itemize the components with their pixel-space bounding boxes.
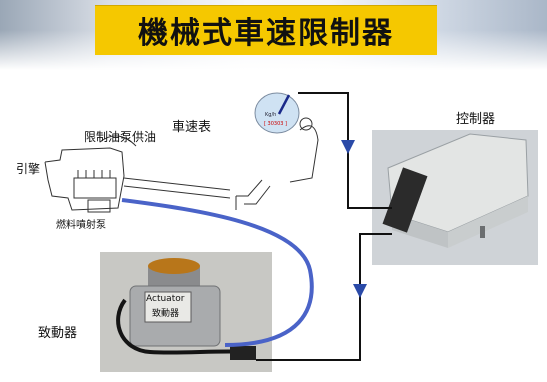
actuator-label: 致動器 [38,326,78,341]
speedometer-label: 車速表 [172,120,212,135]
actuator-photo [100,252,272,372]
limit-fuel-label: 限制油泵供油 [84,130,157,144]
actuator-tag-zh: 致動器 [152,309,180,319]
engine-drawing [44,135,231,213]
engine-label: 引擎 [16,162,41,176]
page-title: 機械式車速限制器 [95,5,437,55]
gauge-value: [ 30303 ] [264,121,287,127]
pedal-drawing [235,117,319,210]
speedometer-gauge [254,92,300,134]
arrow-down-icon [341,140,355,154]
controller-photo [372,130,538,265]
controller-label: 控制器 [456,112,496,127]
fuel-pump-label: 燃料噴射泵 [56,220,106,231]
arrow-down-icon [353,284,367,298]
actuator-tag-en: Actuator [146,294,185,304]
gauge-unit: Kg/h [265,112,277,118]
actuator-cable [121,198,314,347]
